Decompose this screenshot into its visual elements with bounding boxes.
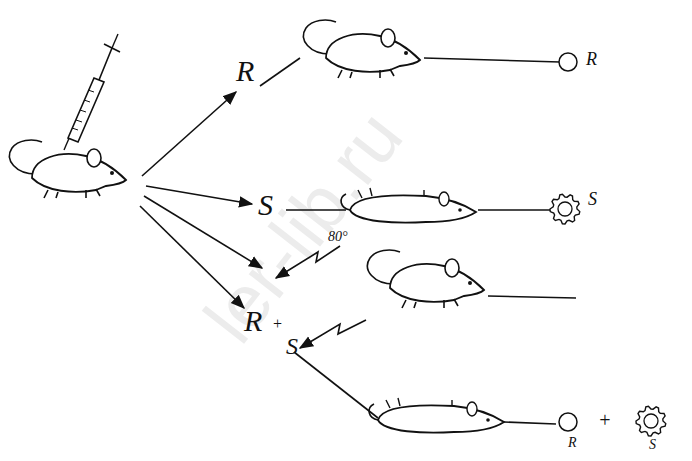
injection-arrows <box>140 92 262 308</box>
heat-bolt <box>276 246 366 348</box>
dead-mouse <box>369 398 504 433</box>
syringe <box>64 34 120 150</box>
strain-label: S <box>286 334 298 358</box>
colony-label: S <box>649 438 656 452</box>
gear-colony-symbol <box>550 194 610 226</box>
strain-label: R <box>244 306 262 336</box>
living-mouse <box>303 20 420 78</box>
colony-outline <box>559 53 577 71</box>
circle-colony-symbol <box>556 50 606 76</box>
living-mouse <box>367 250 484 308</box>
colony-label: S <box>588 190 597 208</box>
colony-outline <box>636 406 666 436</box>
r-colony: R <box>556 50 606 76</box>
leader-lines <box>260 58 576 424</box>
colony-label: R <box>568 436 577 450</box>
s-colony: S <box>550 194 610 226</box>
colony-outline <box>550 194 580 224</box>
injected-mouse <box>9 140 126 198</box>
s-colony: S <box>636 406 666 454</box>
colony-label: R <box>586 50 597 68</box>
strain-label: R <box>236 56 254 86</box>
r-colony: R <box>556 410 586 450</box>
watermark: ler-lib.ru <box>192 99 415 355</box>
colony-core <box>558 202 572 216</box>
plus-sign: + <box>272 316 283 332</box>
dead-mouse <box>341 188 476 223</box>
colony-outline <box>559 413 577 431</box>
colony-core <box>644 414 658 428</box>
strain-label: S <box>258 190 273 220</box>
temperature-label: 80° <box>328 230 348 244</box>
plus-sign: + <box>598 410 612 430</box>
